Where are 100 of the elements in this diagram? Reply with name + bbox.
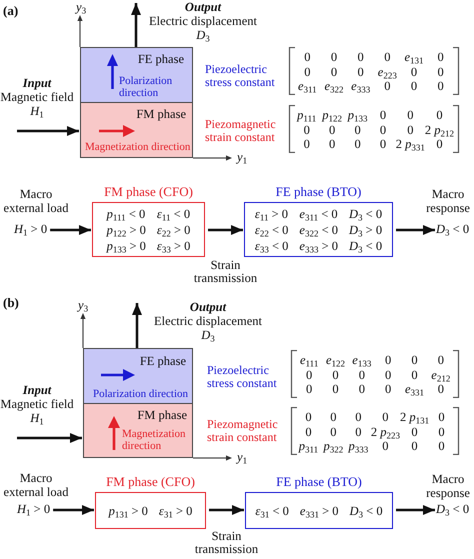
phase-heading: FM phase (CFO) (104, 184, 193, 199)
matrix-entry: 0 (410, 64, 418, 79)
axis-label: y$_{1}$ (237, 450, 248, 464)
phase-label: FE phase (140, 354, 186, 368)
matrix-entry: 0 (385, 368, 392, 382)
axis-label: y$_{3}$ (76, 0, 86, 14)
matrix-entry: 0 (438, 424, 445, 439)
matrix-entry: 0 (330, 424, 337, 439)
matrix-entry: 2 p$_{212}$ (424, 122, 454, 137)
arrow (17, 126, 79, 136)
matrix-entry: 0 (438, 410, 445, 424)
matrix-entry: 0 (306, 382, 312, 396)
matrix-entry: 0 (354, 122, 361, 137)
edge-label: Strain transmission (194, 259, 258, 286)
matrix-entry: 0 (407, 108, 414, 122)
matrix-entry: p$_{311}$ (298, 439, 318, 454)
matrix-entry: p$_{133}$ (348, 108, 368, 122)
matrix-entry: 0 (304, 64, 310, 79)
caption-text: Macro response (425, 187, 471, 215)
condition-text: e$_{311}$ < 0 (299, 206, 338, 220)
direction-label: Magnetization direction (85, 141, 190, 154)
matrix-entry: 0 (305, 424, 312, 439)
matrix-entry: 0 (411, 439, 418, 454)
condition-text: H$_{1}$ > 0 (17, 502, 50, 516)
arrow (53, 505, 94, 515)
condition-text: p$_{111}$ < 0 (106, 206, 146, 220)
matrix-entry: 0 (330, 64, 338, 79)
signal-description: Electric displacement D$_{3}$ (148, 14, 258, 42)
matrix-entry: e$_{122}$ (326, 353, 346, 368)
condition-text: D$_{3}$ < 0 (350, 504, 383, 518)
condition-text: p$_{131}$ > 0 (108, 504, 148, 518)
matrix-entry: 0 (358, 368, 365, 382)
matrix-entry: e$_{311}$ (298, 79, 317, 94)
matrix-entry: 0 (304, 137, 310, 152)
matrix-entry: 0 (304, 122, 310, 137)
condition-text: ε$_{33}$ < 0 (254, 238, 288, 252)
matrix-entry: 0 (332, 382, 339, 396)
matrix-entry: e$_{333}$ (351, 79, 370, 94)
matrix-entry: p$_{122}$ (322, 108, 342, 122)
caption-text: Macro external load (2, 187, 70, 215)
matrix-entry: e$_{131}$ (404, 50, 424, 64)
matrix-entry: e$_{133}$ (352, 353, 372, 368)
direction-label: Magnetization direction (122, 428, 186, 452)
matrix-entry: 0 (382, 439, 388, 454)
matrix-entry: e$_{331}$ (404, 382, 424, 396)
matrix-entry: 0 (438, 64, 444, 79)
matrix-entry: 0 (411, 353, 418, 368)
matrix-entry: 0 (330, 410, 337, 424)
matrix-entry: p$_{111}$ (297, 108, 316, 122)
phase-region (80, 102, 193, 158)
axis-label: y$_{1}$ (237, 150, 248, 164)
condition-text: ε$_{22}$ > 0 (156, 222, 190, 236)
arrow (396, 225, 435, 235)
condition-text: D$_{3}$ < 0 (349, 206, 382, 220)
matrix-entry: 0 (380, 108, 386, 122)
phase-heading: FM phase (CFO) (106, 474, 195, 489)
matrix-entry: 0 (358, 64, 364, 79)
phase-heading: FE phase (BTO) (276, 184, 362, 199)
matrix-entry: 0 (355, 410, 362, 424)
matrix-caption: Piezoelectric stress constant (205, 63, 276, 90)
matrix-entry: 0 (382, 410, 388, 424)
matrix-entry: 0 (380, 122, 386, 137)
matrix-entry: e$_{322}$ (324, 79, 344, 94)
matrix-entry: 0 (358, 50, 364, 64)
arrow (50, 225, 91, 235)
matrix-entry: 0 (411, 424, 418, 439)
caption-text: Macro external load (2, 471, 70, 499)
matrix-entry: 0 (436, 137, 443, 152)
signal-heading: Input (22, 383, 52, 397)
direction-label: Polarization direction (93, 388, 188, 400)
matrix-entry: 0 (358, 382, 365, 396)
phase-region (83, 348, 193, 404)
condition-text: e$_{331}$ > 0 (300, 504, 339, 518)
matrix-entry: 0 (305, 410, 312, 424)
matrix-entry: 0 (385, 382, 392, 396)
matrix-entry: 0 (329, 122, 336, 137)
condition-text: p$_{133}$ > 0 (106, 238, 146, 252)
axis-label: y$_{3}$ (78, 298, 88, 312)
matrix-entry: 0 (438, 439, 445, 454)
matrix-entry: p$_{333}$ (348, 439, 368, 454)
matrix-entry: 0 (332, 368, 339, 382)
arrow (17, 433, 82, 443)
matrix-entry: 0 (384, 79, 390, 94)
arrow (209, 505, 244, 515)
phase-heading: FE phase (BTO) (276, 474, 362, 489)
signal-heading: Output (190, 300, 226, 314)
condition-text: e$_{333}$ > 0 (299, 238, 338, 252)
panel-label: (b) (3, 296, 19, 311)
matrix-entry: 0 (438, 79, 444, 94)
matrix-caption: Piezomagnetic strain constant (205, 118, 277, 145)
matrix-entry: 2 p$_{131}$ (400, 410, 430, 424)
matrix-caption: Piezoelectric stress constant (207, 364, 278, 391)
condition-text: D$_{3}$ > 0 (349, 222, 382, 236)
signal-heading: Output (184, 0, 222, 14)
condition-text: D$_{3}$ < 0 (436, 502, 470, 516)
matrix-entry: 0 (438, 50, 444, 64)
matrix-entry: 0 (436, 108, 443, 122)
condition-text: ε$_{31}$ < 0 (255, 504, 289, 518)
matrix-entry: 0 (304, 50, 310, 64)
matrix-entry: 0 (407, 122, 414, 137)
